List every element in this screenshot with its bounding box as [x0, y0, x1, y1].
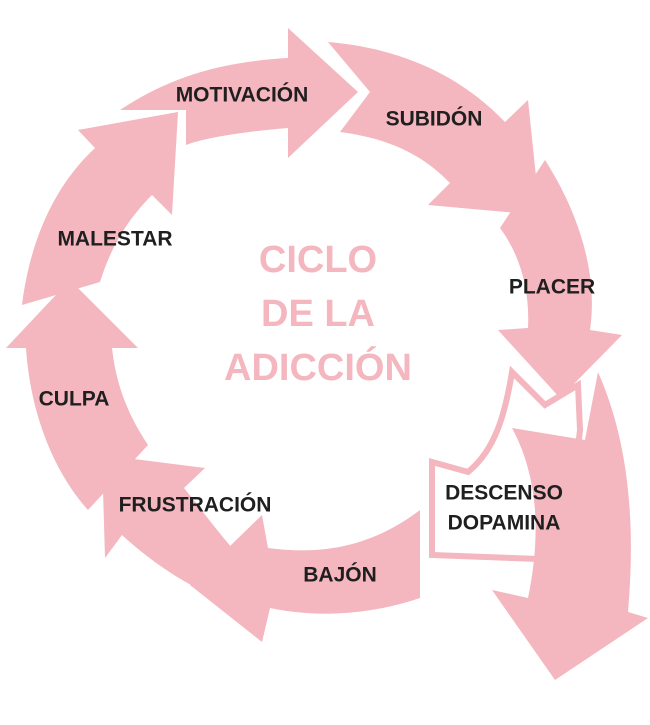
step-label-frustracion: FRUSTRACIÓN	[119, 493, 272, 517]
step-label-culpa: CULPA	[39, 388, 110, 411]
step-label-motivacion: MOTIVACIÓN	[176, 83, 309, 107]
step-label-subidon: SUBIDÓN	[386, 107, 483, 131]
arrow-segment-culpa	[6, 280, 148, 510]
arrow-segment-descenso-large	[492, 372, 648, 680]
step-label-malestar: MALESTAR	[57, 228, 172, 251]
arrow-segment-frustracion	[102, 455, 255, 612]
arrow-segment-subidon	[328, 42, 540, 215]
center-title-line1: CICLO	[259, 239, 377, 281]
arrow-segment-motivacion	[120, 28, 358, 158]
step-label-placer: PLACER	[509, 276, 595, 299]
step-label-descenso-line2: DOPAMINA	[448, 512, 561, 535]
arrow-segment-placer	[498, 160, 622, 398]
center-title-line3: ADICCIÓN	[224, 345, 412, 389]
center-title-line2: DE LA	[261, 293, 375, 335]
arrow-segment-malestar	[22, 112, 178, 305]
step-label-descenso-line1: DESCENSO	[445, 482, 563, 505]
step-label-bajon: BAJÓN	[303, 563, 377, 587]
